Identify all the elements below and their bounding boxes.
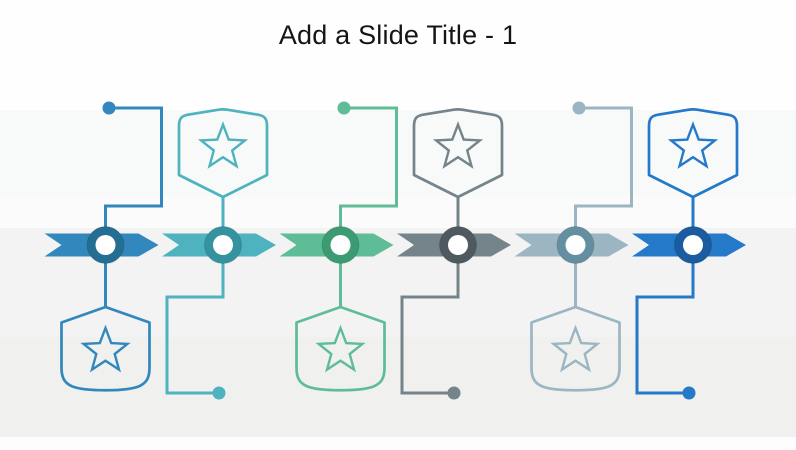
- milestone-center: [565, 235, 586, 255]
- badge-shield: [295, 305, 386, 392]
- connector-line: [400, 195, 460, 395]
- connector-endpoint-dot: [447, 386, 461, 400]
- timeline-item: [632, 108, 746, 400]
- timeline-item: [44, 101, 163, 392]
- star-icon: [434, 123, 482, 168]
- connector-line: [104, 106, 163, 309]
- timeline-item: [162, 108, 276, 400]
- badge-shield: [60, 305, 151, 392]
- star-icon: [82, 326, 129, 371]
- milestone-center: [330, 235, 351, 255]
- connector-endpoint-dot: [337, 101, 351, 115]
- connector-endpoint-dot: [682, 386, 696, 400]
- connector-endpoint-dot: [572, 101, 586, 115]
- timeline-item: [397, 108, 511, 400]
- star-icon: [552, 326, 599, 371]
- connector-endpoint-dot: [102, 101, 116, 115]
- milestone-center: [95, 235, 116, 255]
- timeline-item: [279, 101, 398, 392]
- star-icon: [669, 123, 717, 168]
- connector-line: [339, 106, 398, 309]
- connector-endpoint-dot: [212, 386, 226, 400]
- connector-line: [574, 106, 633, 309]
- star-icon: [199, 123, 247, 168]
- star-icon: [317, 326, 364, 371]
- badge-shield: [530, 305, 621, 392]
- milestone-center: [213, 235, 233, 255]
- connector-line: [165, 195, 225, 395]
- milestone-center: [448, 235, 468, 255]
- connector-line: [635, 195, 695, 395]
- milestone-center: [683, 235, 703, 255]
- slide-title: Add a Slide Title - 1: [278, 20, 518, 50]
- timeline-item: [514, 101, 633, 392]
